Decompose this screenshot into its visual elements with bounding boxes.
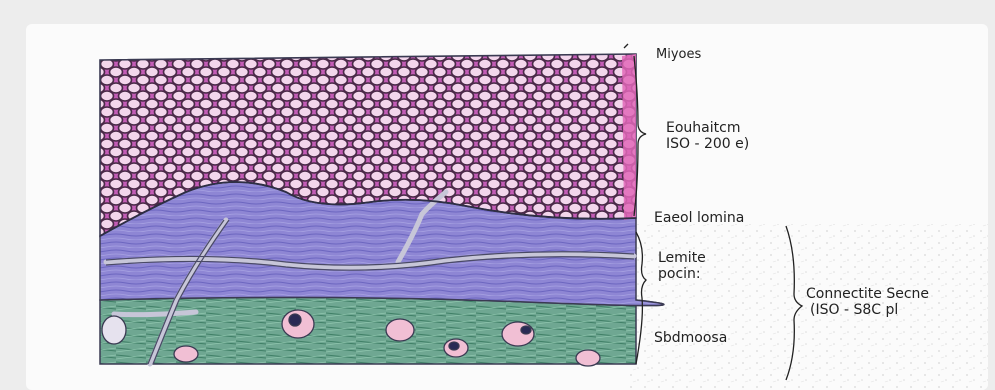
label-myoes: Miyoes [656, 46, 701, 63]
label-submucosa: Sbdmoosa [654, 330, 727, 347]
label-basal-lamina: Eaeol lomina [654, 210, 744, 227]
connective-stipple [626, 224, 988, 390]
label-epithelium-size: ISO - 200 e) [666, 136, 749, 153]
label-lamina-propria-2: pocin: [658, 266, 701, 283]
epithelium-edge [622, 54, 636, 220]
label-connective-name: Connectite Secne [806, 286, 929, 303]
tissue-diagram [26, 24, 988, 390]
label-lamina-propria-1: Lemite [658, 250, 706, 267]
label-epithelium-name: Eouhaitcm [666, 120, 740, 137]
diagram-card: Miyoes Eouhaitcm ISO - 200 e) Eaeol lomi… [26, 24, 988, 390]
label-connective-size: (ISO - S8C pl [810, 302, 898, 319]
